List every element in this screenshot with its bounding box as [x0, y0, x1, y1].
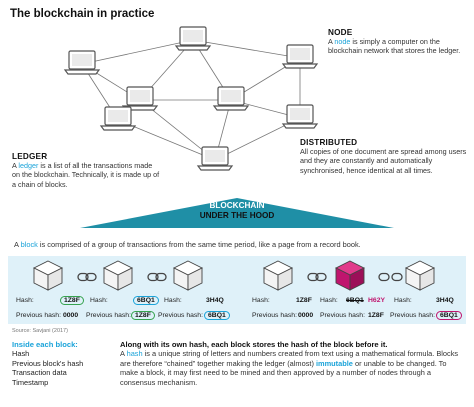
hash-value: 1Z8F	[60, 296, 84, 305]
explanation-text: or unable to be changed. To make a block…	[120, 358, 447, 387]
previous-hash-value: 6BQ1	[436, 311, 462, 320]
hash-label: Hash:	[320, 297, 338, 304]
broken-chain-link-icon	[378, 272, 403, 282]
banner-subtitle: UNDER THE HOOD	[199, 211, 275, 220]
list-item: Transaction data	[12, 368, 67, 378]
hash-explanation-heading: Along with its own hash, each block stor…	[120, 340, 388, 349]
node-description: A node is simply a computer on the block…	[328, 37, 468, 56]
hash-value: 3H4Q	[436, 297, 454, 304]
block-cube-icon	[405, 260, 435, 291]
chain-link-icon	[77, 272, 97, 282]
ledger-description: A ledger is a list of all the transactio…	[12, 161, 160, 189]
block-keyword: block	[20, 240, 38, 249]
source-note: Source: Savjani (2017)	[12, 328, 68, 334]
hash-label: Hash:	[90, 297, 108, 304]
previous-hash-value: 0000	[63, 312, 79, 319]
node-text: A	[328, 37, 335, 46]
hash-explanation: Along with its own hash, each block stor…	[120, 340, 466, 387]
banner-title: BLOCKCHAIN	[209, 201, 265, 210]
previous-hash-label: Previous hash:	[86, 312, 131, 319]
immutable-keyword: immutable	[315, 358, 353, 368]
tampered-block-cube-icon	[335, 260, 365, 291]
previous-hash-label: Previous hash:	[158, 312, 203, 319]
inside-block-section: Inside each block: Hash Previous block's…	[12, 340, 112, 387]
chain-panel	[8, 256, 466, 324]
explanation-text: A	[120, 349, 127, 358]
hash-value: 1Z8F	[296, 297, 312, 304]
node-network-diagram	[64, 26, 318, 171]
old-hash-value: 6BQ1	[346, 297, 364, 304]
block-cube-icon	[103, 260, 133, 291]
network-links	[81, 39, 301, 161]
distributed-description: All copies of one document are spread am…	[300, 147, 467, 175]
hash-keyword: hash	[126, 349, 143, 358]
block-intro-text: A	[14, 240, 21, 249]
chain-link-icon	[307, 272, 327, 282]
hash-explanation-text: A hash is a unique string of letters and…	[120, 349, 466, 387]
previous-hash-value: 1Z8F	[368, 312, 384, 319]
ledger-heading: LEDGER	[12, 152, 48, 161]
laptop-node-icon	[282, 104, 318, 129]
previous-hash-label: Previous hash:	[252, 312, 297, 319]
block-cube-icon	[33, 260, 63, 291]
block-intro: A block is comprised of a group of trans…	[14, 240, 464, 249]
distributed-heading: DISTRIBUTED	[300, 138, 358, 147]
hash-value: 3H4Q	[206, 297, 224, 304]
hash-label: Hash:	[164, 297, 182, 304]
distributed-section: DISTRIBUTED All copies of one document a…	[300, 138, 468, 175]
list-item: Timestamp	[12, 377, 49, 387]
node-text: is simply a computer on the blockchain n…	[328, 37, 461, 56]
page-title: The blockchain in practice	[10, 8, 155, 20]
node-keyword: node	[334, 37, 351, 46]
ledger-section: LEDGER A ledger is a list of all the tra…	[12, 152, 160, 189]
block-chain-graphic	[33, 260, 435, 291]
laptop-node-icon	[175, 26, 211, 51]
laptop-node-icon	[282, 44, 318, 69]
hash-value: 6BQ1	[133, 296, 159, 305]
ledger-text: A	[12, 161, 19, 170]
laptop-node-icon	[197, 146, 233, 171]
ledger-text: is a list of all the transactions made o…	[12, 161, 160, 189]
inside-block-list: Hash Previous block's hash Transaction d…	[12, 349, 112, 387]
hash-label: Hash:	[252, 297, 270, 304]
previous-hash-value: 6BQ1	[204, 311, 230, 320]
previous-hash-label: Previous hash:	[16, 312, 61, 319]
node-section: NODE A node is simply a computer on the …	[328, 28, 468, 56]
ledger-keyword: ledger	[18, 161, 39, 170]
block-intro-text: is comprised of a group of transactions …	[37, 240, 361, 249]
previous-hash-value: 1Z8F	[131, 311, 155, 320]
previous-hash-value: 0000	[298, 312, 314, 319]
inside-block-title: Inside each block:	[12, 340, 78, 349]
list-item: Hash	[12, 349, 30, 358]
previous-hash-label: Previous hash:	[390, 312, 435, 319]
hash-label: Hash:	[394, 297, 412, 304]
node-heading: NODE	[328, 28, 353, 37]
laptop-node-icon	[213, 86, 249, 111]
tampered-hash-value: H62Y	[368, 297, 386, 304]
hash-label: Hash:	[16, 297, 34, 304]
laptop-node-icon	[100, 106, 136, 131]
laptop-node-icon	[64, 50, 100, 75]
block-cube-icon	[173, 260, 203, 291]
block-cube-icon	[263, 260, 293, 291]
list-item: Previous block's hash	[12, 358, 84, 368]
previous-hash-label: Previous hash:	[320, 312, 365, 319]
under-the-hood-banner	[80, 198, 394, 228]
explanation-text: is a unique string of letters and number…	[120, 349, 459, 368]
chain-link-icon	[147, 272, 167, 282]
